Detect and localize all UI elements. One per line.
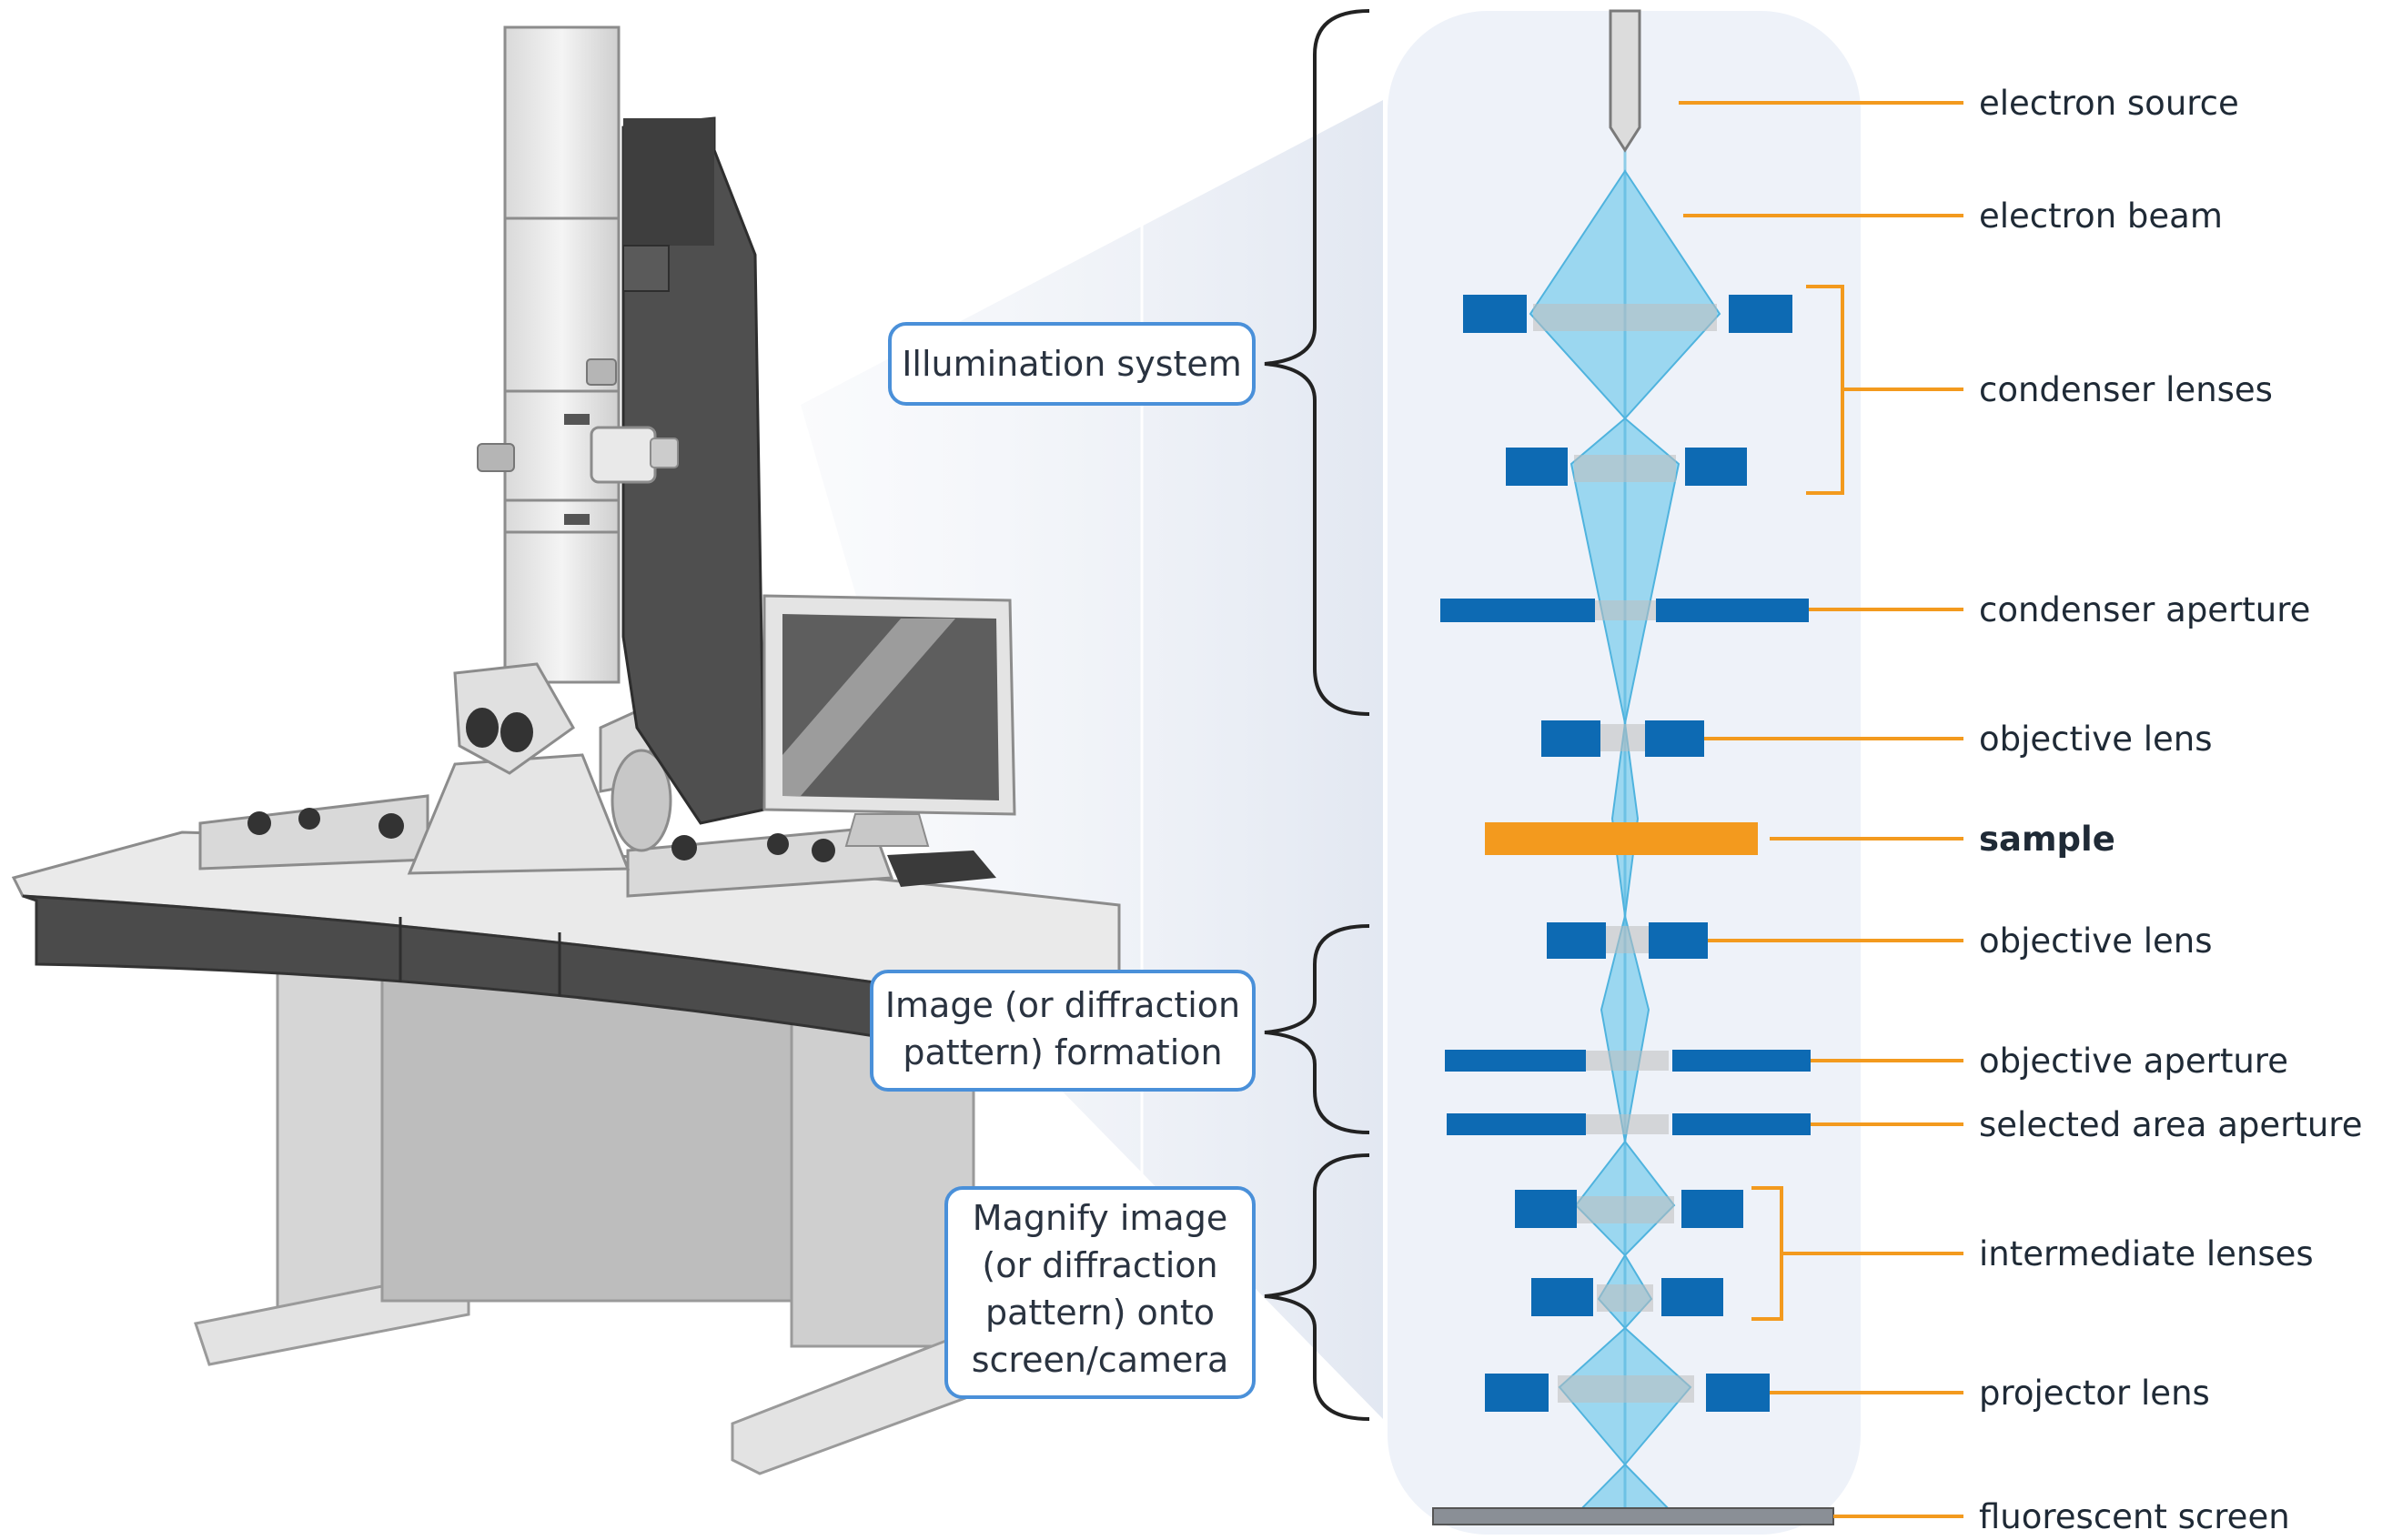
central-console (407, 753, 631, 875)
objective-aperture (1672, 1050, 1811, 1072)
optics (1432, 295, 1834, 1525)
label-condenser-lenses: condenser lenses (1979, 370, 2273, 409)
selected-area-aperture (1447, 1113, 1586, 1135)
label-projector-lens: projector lens (1979, 1374, 2210, 1413)
condenser-lens-2 (1685, 448, 1747, 486)
callout-magnify-line-2: (or diffraction (982, 1245, 1217, 1285)
callout-formation: Image (or diffraction pattern) formation (870, 970, 1256, 1092)
electron-source (1609, 9, 1641, 153)
component-labels: electron source electron beam condenser … (1979, 84, 2362, 1536)
intermediate-lens-1 (1515, 1190, 1577, 1228)
braces (1264, 9, 1370, 1421)
label-intermediate-lenses: intermediate lenses (1979, 1234, 2314, 1273)
cabinet-body (380, 971, 793, 1303)
condenser-lens-1 (1463, 295, 1527, 333)
callout-magnify-line-1: Magnify image (973, 1198, 1227, 1238)
objective-aperture (1445, 1050, 1586, 1072)
condenser-lens-1 (1729, 295, 1792, 333)
intermediate-lens-2 (1661, 1278, 1723, 1316)
label-selected-area-aperture: selected area aperture (1979, 1105, 2362, 1144)
condenser-aperture (1656, 599, 1809, 622)
callout-formation-line-2: pattern) formation (903, 1032, 1222, 1072)
label-fluorescent-screen: fluorescent screen (1979, 1497, 2290, 1536)
leader-lines (1679, 101, 1963, 1518)
callout-magnify: Magnify image (or diffraction pattern) o… (944, 1186, 1256, 1399)
brace-illumination (1264, 9, 1370, 716)
keyboard (887, 851, 996, 887)
label-sample: sample (1979, 820, 2115, 859)
label-electron-beam: electron beam (1979, 196, 2223, 236)
projector-lens (1485, 1374, 1549, 1412)
sample-slab (1485, 822, 1758, 855)
callout-illumination: Illumination system (888, 322, 1256, 406)
intermediate-lens-2 (1531, 1278, 1593, 1316)
brace-formation (1264, 924, 1370, 1134)
callout-formation-line-1: Image (or diffraction (885, 985, 1240, 1025)
objective-lens-upper (1541, 720, 1600, 757)
projector-lens (1706, 1374, 1770, 1412)
label-electron-source: electron source (1979, 84, 2239, 123)
intermediate-lens-1 (1681, 1190, 1743, 1228)
brace-magnify (1264, 1153, 1370, 1421)
callout-magnify-line-3: pattern) onto (985, 1293, 1215, 1333)
objective-lens-lower (1547, 922, 1606, 959)
label-objective-lens-lower: objective lens (1979, 921, 2213, 961)
microscope-column (503, 25, 621, 684)
left-leg (276, 958, 384, 1325)
selected-area-aperture (1672, 1113, 1811, 1135)
objective-lens-upper (1645, 720, 1704, 757)
label-objective-lens-upper: objective lens (1979, 720, 2213, 759)
condenser-lens-2 (1506, 448, 1568, 486)
objective-lens-lower (1649, 922, 1708, 959)
label-objective-aperture: objective aperture (1979, 1042, 2288, 1081)
callout-illumination-line-1: Illumination system (902, 344, 1242, 384)
condenser-aperture (1440, 599, 1595, 622)
fluorescent-screen-plate (1432, 1507, 1834, 1525)
label-condenser-aperture: condenser aperture (1979, 590, 2310, 629)
callout-magnify-line-4: screen/camera (972, 1340, 1229, 1380)
